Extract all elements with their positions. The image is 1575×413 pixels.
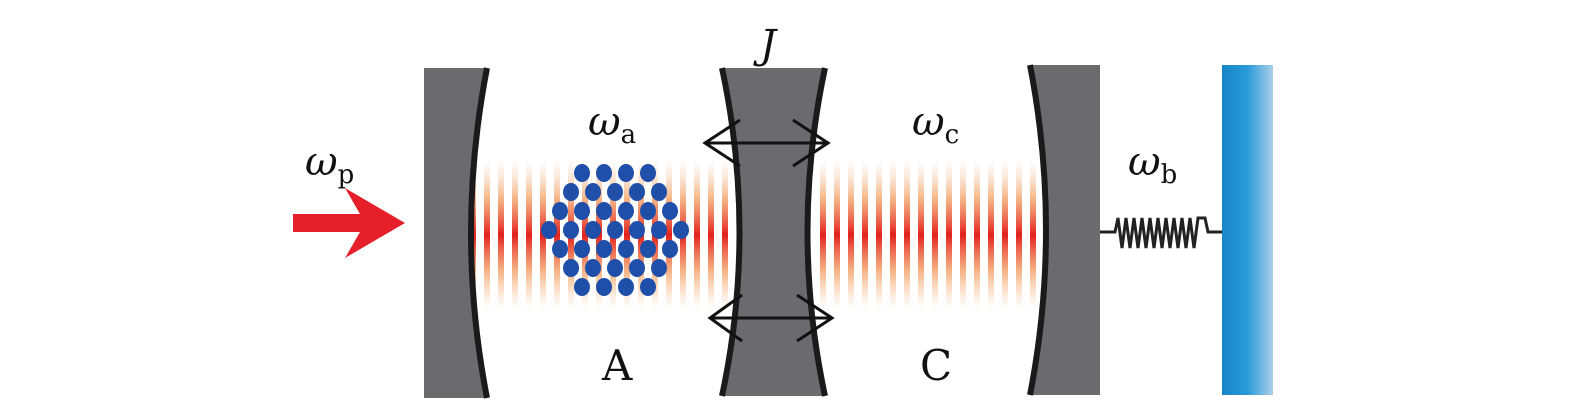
atom — [607, 221, 623, 239]
field-wavefront — [666, 160, 672, 310]
pump-frequency-label: ωp — [305, 139, 354, 190]
atom — [607, 183, 623, 201]
atom — [651, 221, 667, 239]
field-wavefront — [890, 160, 896, 310]
atom — [574, 202, 590, 220]
atom — [563, 259, 579, 277]
field-wavefront — [876, 160, 882, 310]
pump-arrow-icon — [293, 188, 405, 258]
atom — [596, 278, 612, 296]
atom-frequency-label: ωa — [588, 99, 636, 150]
atom — [596, 164, 612, 182]
field-wavefront — [848, 160, 854, 310]
field-wavefront — [708, 160, 714, 310]
atom — [585, 183, 601, 201]
coupling-mirror — [722, 68, 825, 396]
field-wavefront — [1016, 160, 1022, 310]
atom — [574, 278, 590, 296]
field-wavefront — [512, 160, 518, 310]
atom — [596, 240, 612, 258]
left-mirror-edge — [468, 67, 490, 399]
field-wavefront — [526, 160, 532, 310]
movable-mirror — [1030, 65, 1100, 395]
field-wavefront — [722, 160, 728, 310]
atom — [629, 221, 645, 239]
cavity-c-label: C — [920, 341, 952, 390]
atom — [640, 164, 656, 182]
atom — [651, 259, 667, 277]
atom — [673, 221, 689, 239]
atom — [640, 202, 656, 220]
atom — [662, 240, 678, 258]
atom — [607, 259, 623, 277]
movable-mirror-edge — [1027, 64, 1049, 396]
field-wavefront — [904, 160, 910, 310]
field-wavefront — [820, 160, 826, 310]
field-wavefront — [974, 160, 980, 310]
atom — [563, 183, 579, 201]
coupling-mirror-right-edge — [804, 67, 828, 397]
atom — [618, 240, 634, 258]
spring-icon — [1100, 216, 1222, 249]
coupling-arrows — [702, 118, 835, 343]
field-wavefront — [932, 160, 938, 310]
field-wavefront — [484, 160, 490, 310]
field-wavefront — [862, 160, 868, 310]
spring-coil — [1100, 216, 1222, 249]
coupling-label: J — [753, 22, 778, 68]
field-wavefront — [960, 160, 966, 310]
atom — [662, 202, 678, 220]
atom — [640, 278, 656, 296]
field-wavefront — [988, 160, 994, 310]
atom — [629, 259, 645, 277]
atom — [552, 240, 568, 258]
atom — [596, 202, 612, 220]
field-wavefront — [946, 160, 952, 310]
atom — [574, 240, 590, 258]
atom — [552, 202, 568, 220]
field-wavefront — [1002, 160, 1008, 310]
field-wavefront — [624, 160, 630, 310]
atom — [574, 164, 590, 182]
atom — [629, 183, 645, 201]
field-wavefront — [554, 160, 560, 310]
atom — [585, 221, 601, 239]
coupling-mirror-left-edge — [719, 67, 743, 397]
atom — [541, 221, 557, 239]
atom — [618, 278, 634, 296]
fixed-wall — [1222, 65, 1273, 395]
atomic-ensemble — [541, 164, 689, 296]
atom — [585, 259, 601, 277]
cavity-a-label: A — [601, 341, 633, 390]
atom — [640, 240, 656, 258]
field-wavefront — [694, 160, 700, 310]
mechanical-frequency-label: ωb — [1128, 139, 1177, 190]
field-wavefront — [1030, 160, 1036, 310]
atom — [618, 164, 634, 182]
field-wavefront — [498, 160, 504, 310]
atom — [651, 183, 667, 201]
cavity-frequency-label: ωc — [912, 99, 959, 150]
field-wavefront — [834, 160, 840, 310]
atom — [563, 221, 579, 239]
left-mirror — [424, 68, 487, 398]
field-wavefront — [918, 160, 924, 310]
atom — [618, 202, 634, 220]
